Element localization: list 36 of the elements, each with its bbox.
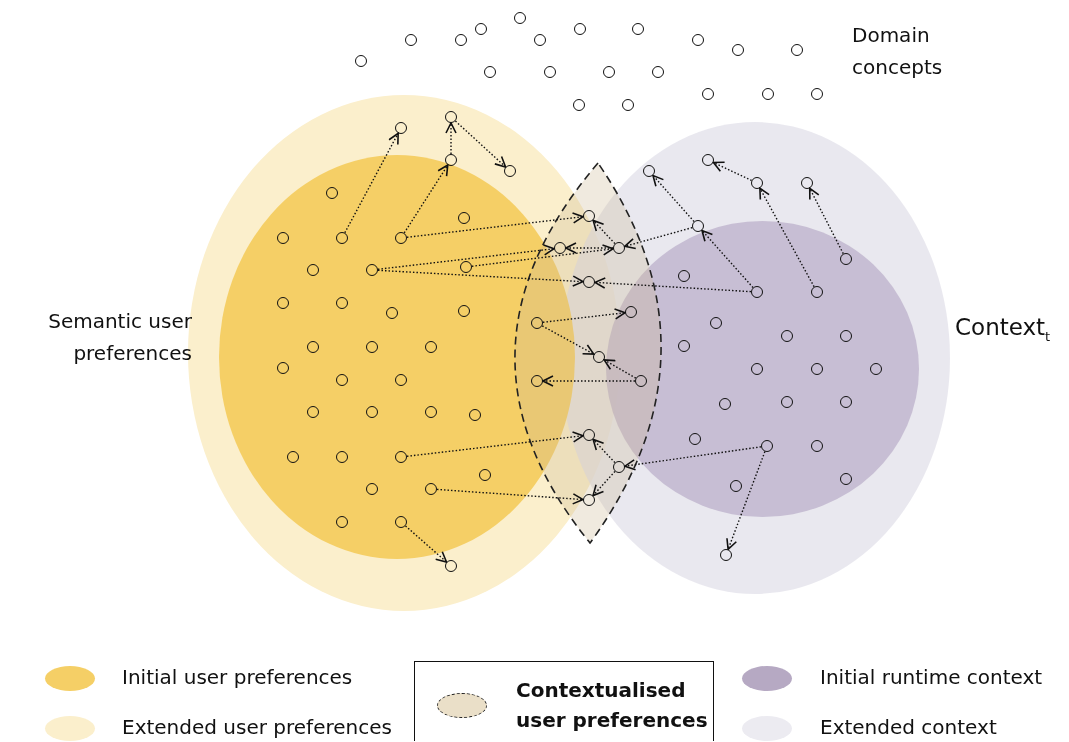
arrow (377, 269, 584, 287)
arrow (759, 187, 815, 288)
arrow (542, 308, 626, 323)
arrow (594, 277, 752, 293)
arrow (344, 132, 399, 234)
legend-text: Initial user preferences (122, 665, 353, 689)
arrow (624, 446, 762, 471)
region-label: Context$_{t}$ (955, 313, 1052, 346)
arrow (542, 375, 636, 387)
arrow (712, 161, 753, 182)
arrow (454, 120, 507, 168)
arrow (603, 359, 637, 379)
arrow (592, 219, 616, 245)
arrow (377, 244, 555, 270)
arrow (808, 187, 844, 255)
region-label: Semantic user preferences (47, 308, 192, 367)
arrow (701, 229, 754, 289)
region-label: Domain concepts (852, 22, 944, 81)
arrow (624, 226, 693, 250)
arrow (592, 438, 616, 464)
arrow (403, 164, 449, 234)
arrow (541, 325, 595, 355)
legend-text: Extended context (820, 715, 997, 739)
arrow (404, 525, 448, 563)
arrow (565, 242, 614, 254)
legend-text: Extended user preferences (122, 715, 392, 739)
arrow (592, 470, 616, 497)
arrow (445, 122, 457, 155)
arrow (436, 488, 584, 505)
legend-text: Contextualised user preferences (516, 677, 709, 734)
arrow (406, 212, 584, 238)
arrow (652, 174, 695, 223)
arrow (471, 244, 614, 267)
arrow (726, 450, 766, 551)
legend-text: Initial runtime context (820, 665, 1043, 689)
arrow (406, 431, 584, 457)
